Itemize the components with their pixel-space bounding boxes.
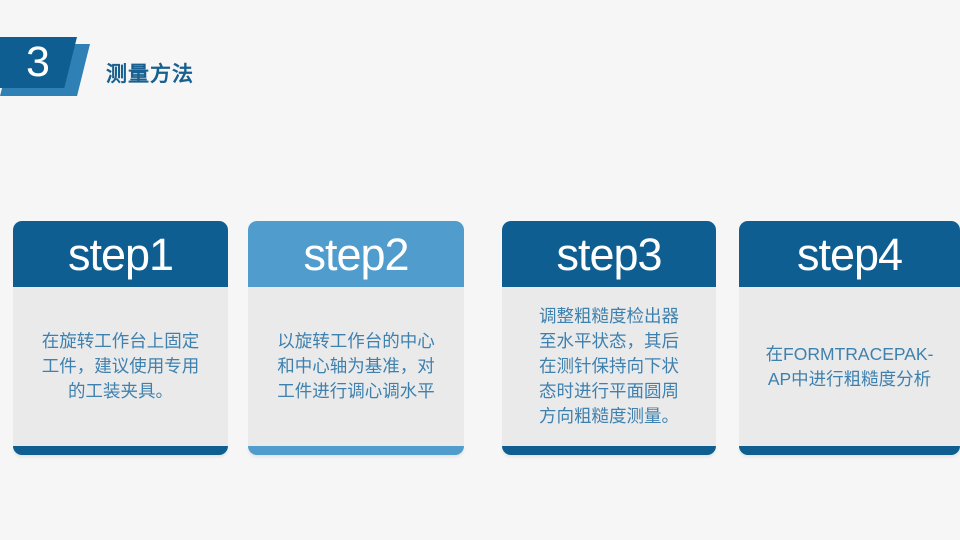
step-card-1: step1 在旋转工作台上固定 工件，建议使用专用 的工装夹具。: [13, 221, 228, 455]
step-card-4-header: step4: [739, 221, 960, 287]
step-card-4: step4 在FORMTRACEPAK- AP中进行粗糙度分析: [739, 221, 960, 455]
step-card-2-accent-bar: [248, 446, 464, 455]
section-title: 测量方法: [106, 63, 194, 86]
section-number: 3: [26, 38, 50, 86]
step-card-1-description: 在旋转工作台上固定 工件，建议使用专用 的工装夹具。: [13, 287, 228, 446]
step-card-2: step2 以旋转工作台的中心 和中心轴为基准，对 工件进行调心调水平: [248, 221, 464, 455]
step-card-1-accent-bar: [13, 446, 228, 455]
step-card-4-description: 在FORMTRACEPAK- AP中进行粗糙度分析: [739, 287, 960, 446]
step-card-2-description: 以旋转工作台的中心 和中心轴为基准，对 工件进行调心调水平: [248, 287, 464, 446]
step-card-3-header: step3: [502, 221, 716, 287]
step-card-3: step3 调整粗糙度检出器 至水平状态，其后 在测针保持向下状 态时进行平面圆…: [502, 221, 716, 455]
step-card-2-header: step2: [248, 221, 464, 287]
step-card-3-description: 调整粗糙度检出器 至水平状态，其后 在测针保持向下状 态时进行平面圆周 方向粗糙…: [502, 287, 716, 446]
step-card-3-accent-bar: [502, 446, 716, 455]
step-card-4-accent-bar: [739, 446, 960, 455]
step-card-1-header: step1: [13, 221, 228, 287]
